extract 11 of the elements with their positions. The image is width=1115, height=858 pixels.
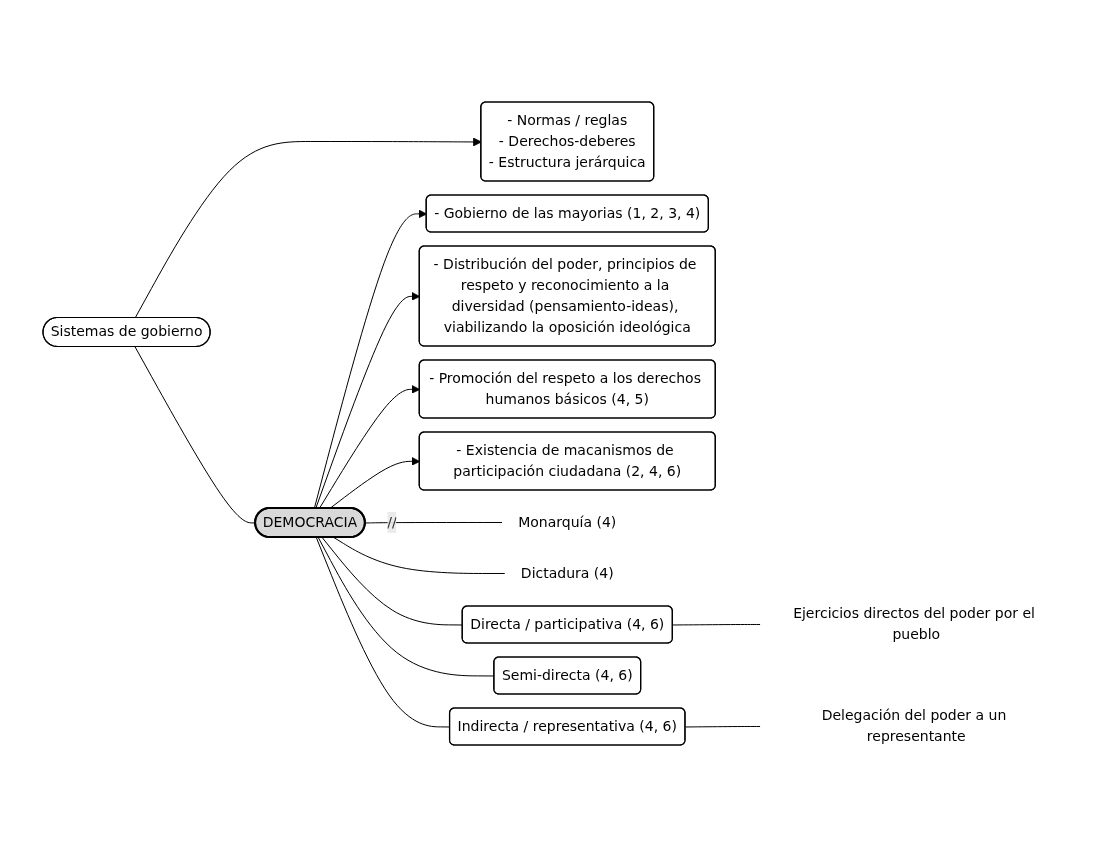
edge-label: // <box>387 514 397 531</box>
connector <box>364 522 503 524</box>
node-text: Monarquía (4) <box>518 514 617 531</box>
arrow <box>313 209 427 510</box>
connector <box>672 624 761 626</box>
connector <box>684 726 761 728</box>
node-text: Delegación del poder a un representante <box>821 707 1007 745</box>
node-text: Dictadura (4) <box>520 565 614 582</box>
node-text: Ejercicios directos del poder por el pueblo <box>793 605 1035 643</box>
connector <box>134 346 256 524</box>
connector <box>333 537 506 575</box>
